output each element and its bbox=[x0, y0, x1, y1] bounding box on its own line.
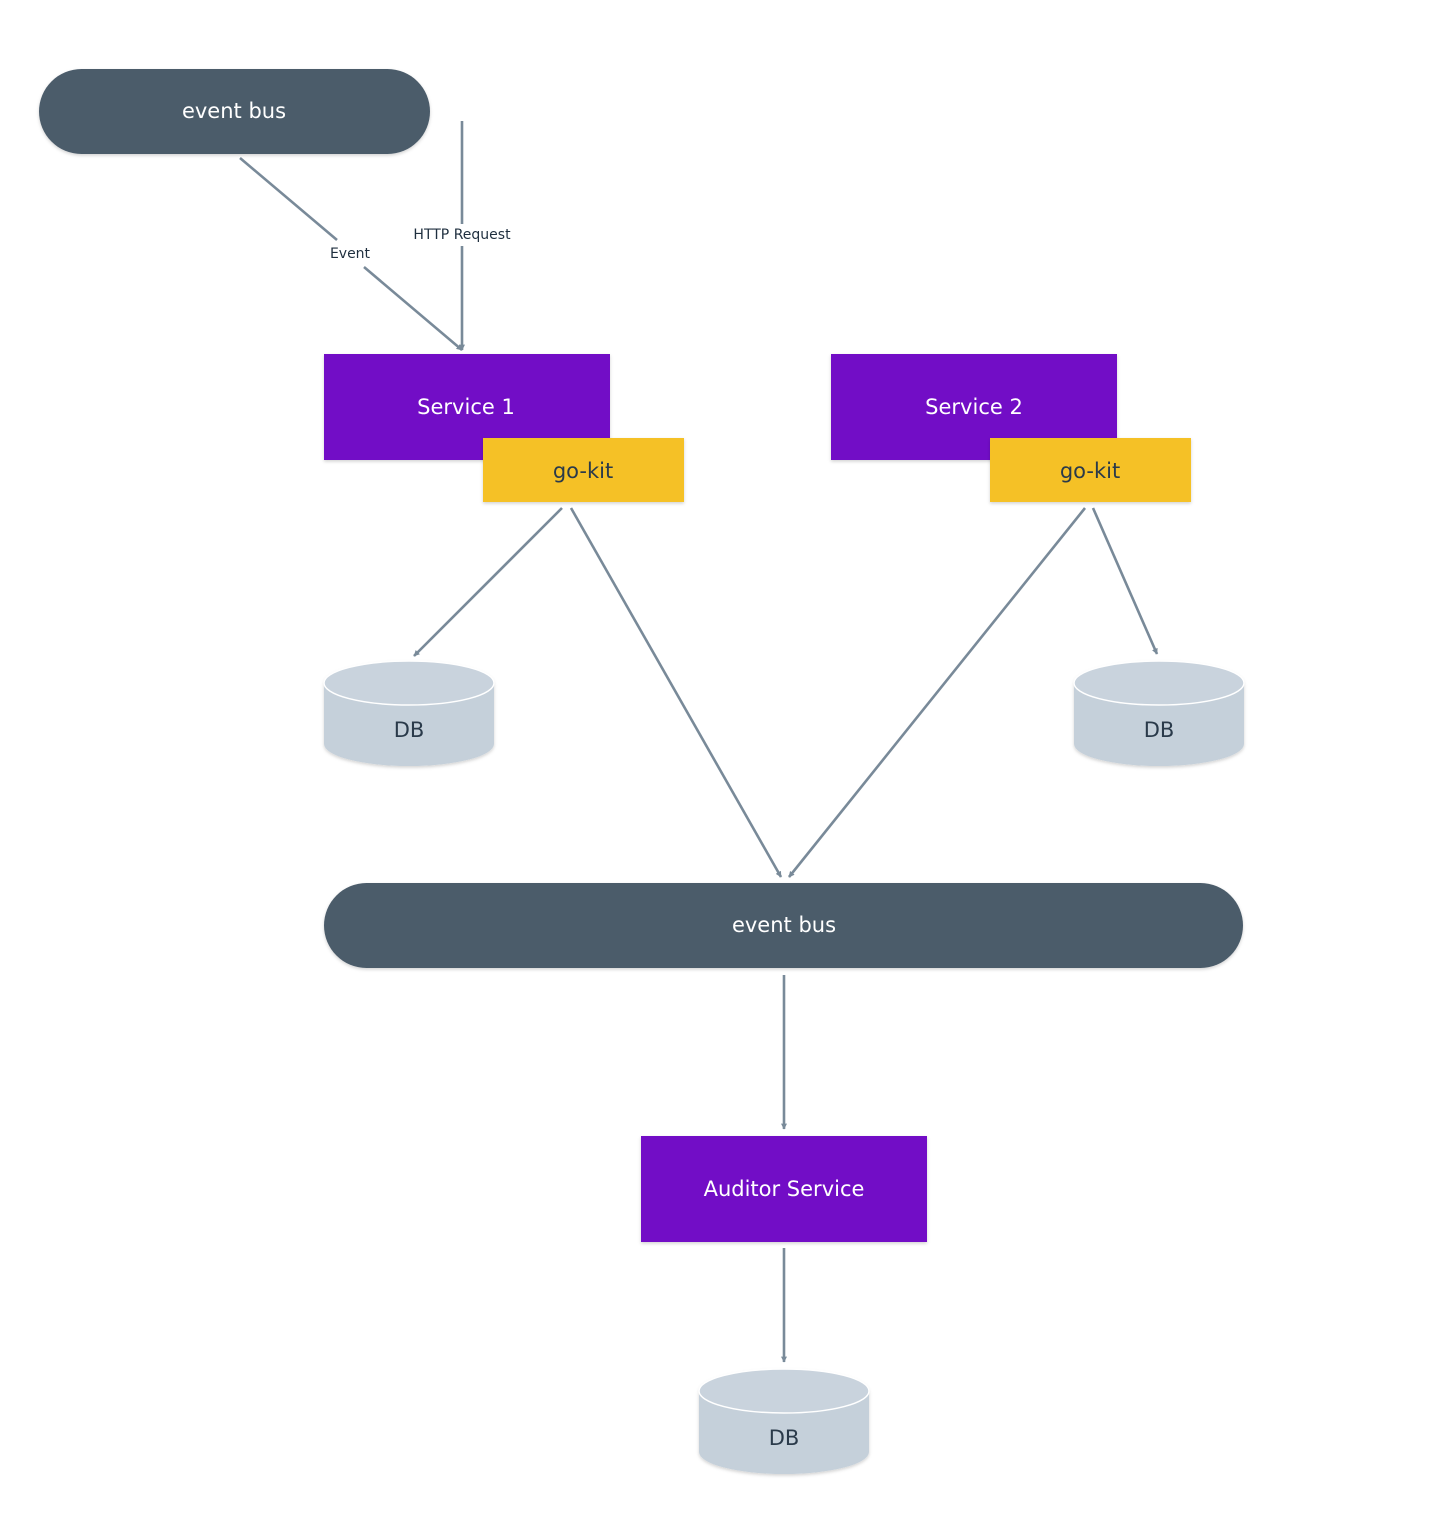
edges bbox=[239, 121, 1159, 1363]
edge-label-http-request: HTTP Request bbox=[413, 227, 511, 243]
auditor-service-label: Auditor Service bbox=[704, 1177, 865, 1201]
top-event-bus: event bus bbox=[39, 69, 430, 154]
db-1-label: DB bbox=[394, 718, 425, 742]
db-1-cylinder-top bbox=[323, 660, 495, 706]
edge-gokit2-to-main-bus bbox=[787, 507, 1087, 878]
service-1-label: Service 1 bbox=[417, 395, 515, 419]
service-2-group: Service 2 go-kit bbox=[831, 354, 1191, 502]
main-event-bus-shape bbox=[324, 883, 1243, 968]
edge-event-to-service1 bbox=[239, 157, 462, 350]
db-2-label: DB bbox=[1144, 718, 1175, 742]
db-3: DB bbox=[698, 1368, 870, 1474]
go-kit-1-label: go-kit bbox=[553, 459, 613, 483]
service-1-group: Service 1 go-kit bbox=[324, 354, 684, 502]
db-2: DB bbox=[1073, 660, 1245, 766]
db-3-cylinder-top bbox=[698, 1368, 870, 1414]
service-2-label: Service 2 bbox=[925, 395, 1023, 419]
main-event-bus: event bus bbox=[324, 883, 1243, 968]
db-3-label: DB bbox=[769, 1426, 800, 1450]
edge-gokit1-to-main-bus bbox=[569, 507, 783, 878]
top-event-bus-shape bbox=[39, 69, 430, 154]
edge-gokit2-to-db2 bbox=[1091, 507, 1159, 655]
edge-gokit1-to-db1 bbox=[413, 507, 563, 657]
top-event-bus-label: event bus bbox=[182, 99, 286, 123]
auditor-service-box bbox=[641, 1136, 927, 1242]
main-event-bus-label: event bus bbox=[732, 913, 836, 937]
auditor-service: Auditor Service bbox=[641, 1136, 927, 1242]
go-kit-2-label: go-kit bbox=[1060, 459, 1120, 483]
db-2-cylinder-top bbox=[1073, 660, 1245, 706]
go-kit-2-box bbox=[990, 438, 1191, 502]
db-1: DB bbox=[323, 660, 495, 766]
edge-label-event: Event bbox=[330, 246, 371, 262]
go-kit-1-box bbox=[483, 438, 684, 502]
